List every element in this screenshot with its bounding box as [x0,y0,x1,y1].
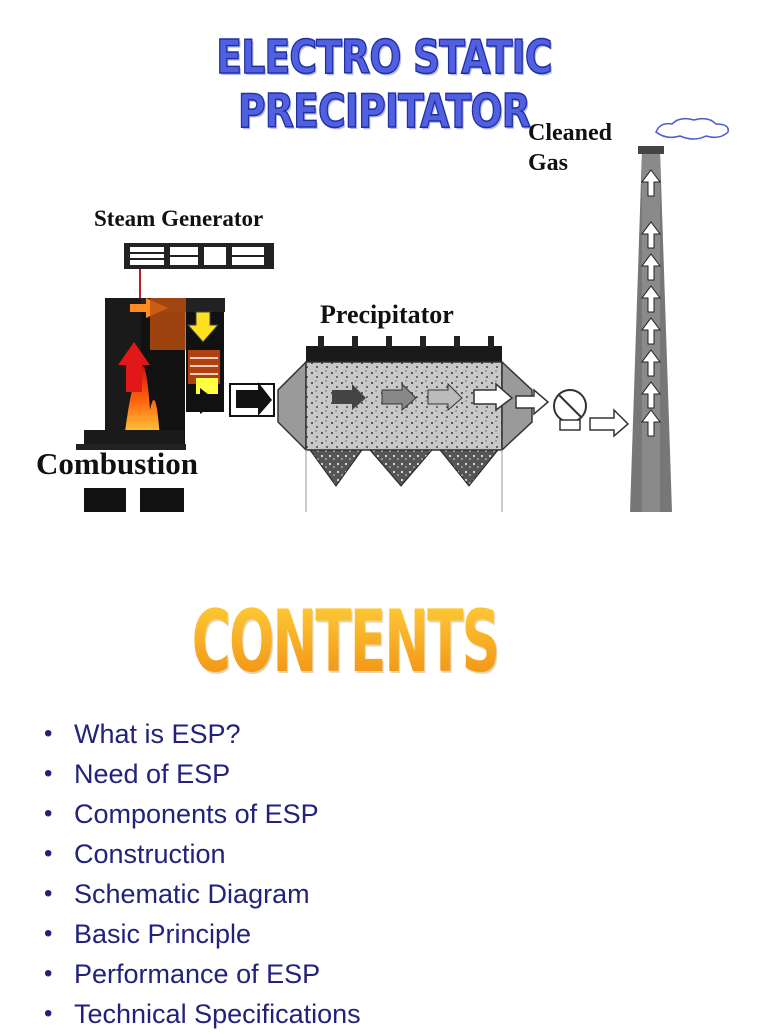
precipitator-unit [277,336,550,512]
list-item: Basic Principle [42,914,361,954]
list-item: Performance of ESP [42,954,361,994]
list-item: Schematic Diagram [42,874,361,914]
label-combustion: Combustion [36,446,198,481]
boiler-unit [76,298,225,512]
induced-draft-fan [553,389,630,438]
list-item: Technical Specifications [42,994,361,1034]
contents-list: What is ESP? Need of ESP Components of E… [42,714,361,1034]
page-title: ELECTRO STATIC PRECIPITATOR [216,29,553,139]
chimney-stack [630,117,729,512]
label-steam-generator: Steam Generator [94,206,264,231]
list-item: Need of ESP [42,754,361,794]
list-item: Construction [42,834,361,874]
label-cleaned-gas-line2: Gas [528,150,569,176]
list-item: Components of ESP [42,794,361,834]
contents-heading: CONTENTS [131,592,559,692]
esp-process-diagram: Cleaned Gas Steam Generator Precipitator… [0,110,768,520]
label-cleaned-gas-line1: Cleaned [528,120,612,146]
steam-generator-unit [124,243,274,300]
label-cleaned-gas: Cleaned Gas [528,118,612,178]
list-item: What is ESP? [42,714,361,754]
diagram-svg [76,117,729,512]
label-precipitator: Precipitator [320,300,454,329]
